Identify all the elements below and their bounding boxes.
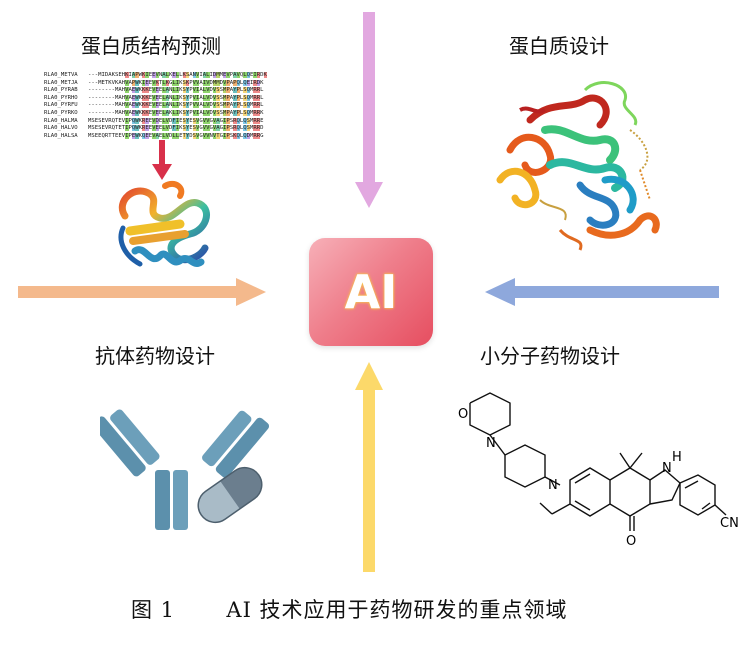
antibody-icon bbox=[100, 409, 270, 530]
msa-row: RLA0_PYRAB --------MAHVAEWKKKEVEELANLIKSY… bbox=[44, 87, 294, 95]
atom-nitrogen-indole: N bbox=[662, 461, 672, 476]
msa-row-sequence: --------MAHVAEWKKKEVEELANLIKSYPVIALVDVSS… bbox=[88, 87, 264, 94]
msa-row: RLA0_PYRHO --------MAHVAEWKKKEVEELANLIKSY… bbox=[44, 94, 294, 103]
arrow-up-bottom bbox=[355, 362, 383, 572]
atom-nitrogen-morpholine: N bbox=[486, 436, 496, 451]
atom-cyano: CN bbox=[720, 516, 739, 531]
small-molecule-structure: O N N N H O CN bbox=[458, 392, 739, 549]
msa-row: RLA0_METVA ---MIDAKSEHKIAPWKIEEVNALKELLKS… bbox=[44, 72, 294, 80]
msa-row-name: RLA0_HALVO bbox=[44, 125, 78, 132]
designed-protein-structure bbox=[496, 81, 660, 251]
msa-row-name: RLA0_METJA bbox=[44, 79, 78, 86]
msa-row: RLA0_PYRFU --------MAHVAEWKKKEVEELANLIKSY… bbox=[44, 102, 294, 110]
label-protein-structure-prediction: 蛋白质结构预测 bbox=[81, 34, 221, 58]
msa-row-sequence: MSESEVRQTETIPQWKREEVEELVDFIKSYESVGVVGVAG… bbox=[88, 125, 264, 132]
arrow-left-right bbox=[485, 278, 719, 306]
msa-row-sequence: ---MIDAKSEHKIAPWKIEEVNALKELLKSANVIALIDMM… bbox=[88, 72, 267, 78]
ai-label: AI bbox=[344, 265, 398, 319]
msa-row-name: RLA0_PYRHO bbox=[44, 94, 78, 101]
arrow-down-top bbox=[355, 12, 383, 208]
prediction-arrow bbox=[152, 140, 172, 180]
msa-row: RLA0_PYRKO --------MAHVAEWKKKEVEELAKLIKSY… bbox=[44, 109, 294, 118]
label-small-molecule-drug-design: 小分子药物设计 bbox=[480, 344, 620, 368]
msa-row-name: RLA0_PYRAB bbox=[44, 87, 78, 94]
msa-row-name: RLA0_HALMA bbox=[44, 117, 78, 124]
label-antibody-drug-design: 抗体药物设计 bbox=[95, 344, 215, 368]
msa-row-sequence: --------MAHVAEWKKKEVEELANLIKSYPVVALVDVSS… bbox=[88, 102, 264, 109]
predicted-protein-structure bbox=[118, 180, 210, 267]
atom-oxygen-carbonyl: O bbox=[626, 534, 636, 549]
msa-row-sequence: ---METKVKAHVAPWKIEEVKTLKGLIKSKPVVAIVDMMD… bbox=[88, 79, 264, 86]
sequence-alignment: RLA0_METVA ---MIDAKSEHKIAPWKIEEVNALKELLKS… bbox=[44, 72, 294, 142]
label-protein-design: 蛋白质设计 bbox=[509, 34, 609, 58]
msa-row: RLA0_METJA ---METKVKAHVAPWKIEEVKTLKGLIKSK… bbox=[44, 79, 294, 88]
msa-row-sequence: MSEEQRTTEEVIPEWKQEEVAELVDLLETYDSVGVVNVTG… bbox=[88, 132, 264, 139]
msa-row-sequence: --------MAHVAEWKKKEVEELAKLIKSYPVIALVDVSS… bbox=[88, 109, 264, 116]
msa-row-name: RLA0_HALSA bbox=[44, 132, 78, 139]
atom-nitrogen-piperidine: N bbox=[548, 478, 558, 493]
figure-title: AI 技术应用于药物研发的重点领域 bbox=[226, 598, 568, 622]
msa-row: RLA0_HALVO MSESEVRQTETIPQWKREEVEELVDFIKSY… bbox=[44, 125, 294, 133]
msa-row-name: RLA0_PYRKO bbox=[44, 109, 78, 116]
msa-row-name: RLA0_PYRFU bbox=[44, 102, 78, 109]
msa-row-sequence: MSESEVRQTEVIPQWKREEVDELVDFIESYESVGVVGVAG… bbox=[88, 117, 264, 124]
arrow-right-left bbox=[18, 278, 266, 306]
ai-center-box: AI bbox=[309, 238, 433, 346]
msa-row: RLA0_HALSA MSEEQRTTEEVIPEWKQEEVAELVDLLETY… bbox=[44, 132, 294, 141]
atom-oxygen-morpholine: O bbox=[458, 407, 468, 422]
msa-row: RLA0_HALMA MSESEVRQTEVIPQWKREEVDELVDFIESY… bbox=[44, 117, 294, 126]
figure-caption: 图 1 AI 技术应用于药物研发的重点领域 bbox=[131, 594, 568, 624]
atom-hydrogen-indole: H bbox=[672, 450, 682, 465]
msa-row-sequence: --------MAHVAEWKKKEVEELANLIKSYPVIALVDVSS… bbox=[88, 94, 264, 101]
pill-icon bbox=[197, 466, 263, 524]
msa-row-name: RLA0_METVA bbox=[44, 72, 78, 78]
figure-number: 图 1 bbox=[131, 598, 176, 622]
